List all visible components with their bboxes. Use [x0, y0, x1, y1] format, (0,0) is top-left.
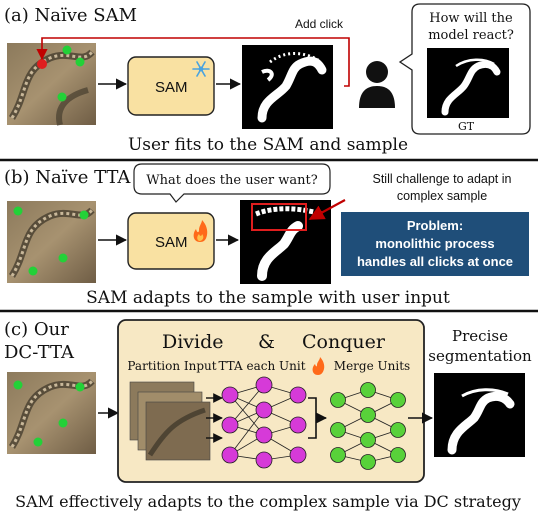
positive-click [58, 418, 68, 428]
problem-line-3: handles all clicks at once [357, 254, 513, 269]
panel-a: (a) Naïve SAM Add click SAM [4, 3, 531, 155]
negative-click [37, 59, 47, 69]
network-node [390, 422, 406, 438]
positive-click [62, 45, 72, 55]
precise-label-1: Precise [452, 327, 508, 345]
flame-icon [193, 220, 208, 242]
sam-frozen-box: SAM [127, 56, 215, 116]
panel-b-title: (b) Naïve TTA [4, 167, 131, 188]
tta-unit-network [221, 376, 307, 469]
sam-label: SAM [155, 234, 188, 251]
network-node [330, 422, 346, 438]
add-click-arrow [36, 37, 350, 87]
challenge-note-1: Still challenge to adapt in [373, 172, 512, 186]
dc-tta-panel: Divide & Conquer Partition Input TTA eac… [117, 319, 425, 483]
snowflake-icon [192, 61, 210, 77]
partitioned-inputs [129, 381, 211, 461]
flame-icon [312, 357, 325, 375]
panel-b-caption: SAM adapts to the sample with user input [86, 288, 450, 308]
network-node [289, 446, 307, 464]
positive-click [79, 210, 89, 220]
positive-click [75, 382, 85, 392]
add-click-label: Add click [295, 17, 344, 31]
problem-box: Problem: monolithic process handles all … [341, 212, 529, 276]
panel-c-input-image [7, 372, 96, 454]
ampersand-label: & [258, 331, 275, 353]
conquer-label: Conquer [302, 331, 386, 353]
network-node [221, 386, 239, 404]
panel-c-caption: SAM effectively adapts to the complex sa… [15, 492, 521, 511]
divide-label: Divide [162, 331, 224, 353]
positive-click [75, 57, 85, 67]
network-node [255, 376, 273, 394]
user-icon [359, 61, 395, 108]
user-intent-bubble: What does the user want? [133, 163, 331, 203]
bubble-line-2: model react? [428, 28, 514, 43]
merged-network [330, 382, 406, 470]
network-node [390, 447, 406, 463]
network-node [390, 392, 406, 408]
sam-label: SAM [155, 79, 188, 96]
panel-b-input-image [7, 201, 96, 283]
panel-a-title: (a) Naïve SAM [4, 5, 137, 26]
gt-mask [427, 48, 509, 118]
user-intent-text: What does the user want? [146, 173, 317, 188]
gt-label: GT [458, 120, 475, 133]
panel-b: (b) Naïve TTA What does the user want? S… [4, 163, 529, 308]
positive-click [57, 92, 67, 102]
network-node [255, 451, 273, 469]
question-bubble: How will the model react? GT [398, 3, 531, 135]
positive-click [13, 380, 23, 390]
panel-c-title-1: (c) Our [4, 319, 69, 340]
problem-region-box [251, 203, 307, 231]
panel-a-caption: User fits to the SAM and sample [128, 135, 408, 155]
positive-click [58, 253, 68, 263]
merge-units-label: Merge Units [334, 359, 410, 373]
network-node [330, 392, 346, 408]
network-node [360, 454, 376, 470]
positive-click [28, 266, 38, 276]
network-node [360, 407, 376, 423]
network-node [221, 416, 239, 434]
positive-click [33, 437, 43, 447]
positive-click [13, 206, 23, 216]
network-node [289, 386, 307, 404]
network-node [289, 416, 307, 434]
panel-a-input-image [7, 43, 96, 126]
network-node [255, 401, 273, 419]
panel-c: (c) Our DC-TTA Divide & Conquer Partitio… [4, 319, 532, 511]
watermark: 知乎 @CIG-NPU [417, 482, 515, 497]
problem-line-1: Problem: [407, 218, 463, 233]
network-node [255, 426, 273, 444]
problem-line-2: monolithic process [375, 236, 494, 251]
bubble-line-1: How will the [429, 11, 513, 26]
network-node [330, 447, 346, 463]
final-segmentation-mask [434, 373, 525, 457]
network-node [360, 382, 376, 398]
precise-label-2: segmentation [428, 347, 532, 365]
panel-b-prediction-mask [240, 200, 331, 284]
tta-each-unit-label: TTA each Unit [218, 359, 305, 373]
panel-c-title-2: DC-TTA [4, 342, 75, 363]
partition-input-label: Partition Input [127, 359, 216, 373]
sam-tta-box: SAM [127, 212, 215, 270]
panel-a-prediction-mask [242, 45, 333, 129]
problem-pointer-arrow [308, 199, 346, 220]
network-node [221, 446, 239, 464]
challenge-note-2: complex sample [397, 189, 487, 203]
network-node [360, 432, 376, 448]
